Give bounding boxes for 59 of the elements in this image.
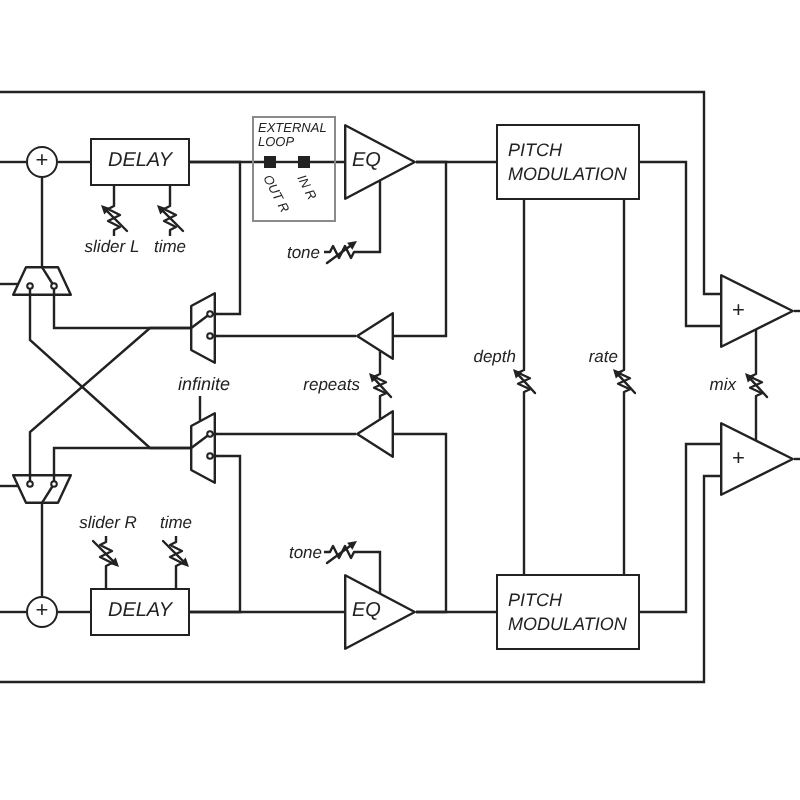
summing-circle [26,146,58,178]
signal-line [40,178,44,266]
process-box [90,138,190,186]
signal-line [360,181,382,254]
control-label: tone [288,544,322,561]
signal-line [640,442,720,614]
control-label: depth [473,348,516,365]
sum-sign: + [35,151,49,173]
signal-line [28,296,190,450]
signal-line [40,504,44,596]
signal-line [360,550,382,593]
block-label: PITCH MODULATION [508,588,629,637]
signal-line [216,432,356,436]
summing-circle [26,596,58,628]
signal-line [190,160,242,316]
process-box [496,574,640,650]
signal-line [216,334,356,338]
signal-line [0,610,26,614]
signal-line [794,457,800,461]
control-label: repeats [303,376,360,393]
signal-line [794,309,800,313]
block-label: EQ [352,602,381,622]
block-label: EQ [352,152,381,172]
control-label: time [159,514,193,531]
signal-line [0,474,720,684]
signal-line [28,326,190,474]
signal-line [522,398,526,574]
signal-line [640,160,720,328]
sum-sign: + [732,300,745,322]
switch-label: infinite [172,374,236,396]
control-label: time [153,238,187,255]
signal-line [622,398,626,574]
control-label: slider L [84,238,140,255]
block-label: PITCH MODULATION [508,138,629,187]
sum-sign: + [35,601,49,623]
signal-line [0,90,720,296]
control-label: slider R [79,514,137,531]
signal-line [198,396,202,421]
signal-line [754,402,758,440]
control-label: rate [588,348,618,365]
process-box [90,588,190,636]
control-label: mix [709,376,736,393]
block-label: DELAY [107,602,173,622]
signal-line [58,610,90,614]
signal-line [522,200,526,364]
block-label: DELAY [107,152,173,172]
group-box [252,116,336,222]
control-label: tone [286,244,320,261]
signal-line [394,160,448,338]
signal-line [0,160,26,164]
signal-line [58,160,90,164]
process-box [496,124,640,200]
signal-line [622,200,626,364]
signal-line [276,160,298,164]
signal-line [754,330,758,368]
signal-line [190,454,242,614]
signal-line [310,160,344,164]
sum-sign: + [732,448,745,470]
signal-line [394,432,448,614]
